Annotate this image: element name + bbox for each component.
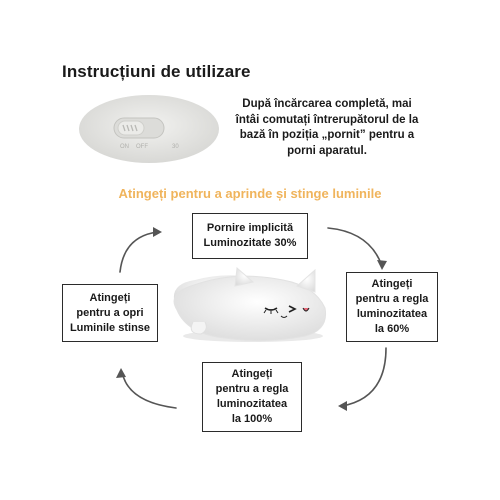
step-default-30: Pornire implicită Luminozitate 30%	[192, 213, 308, 259]
page-title: Instrucțiuni de utilizare	[62, 62, 251, 81]
cat-lamp-image	[173, 266, 327, 342]
switch-timer-label: 30	[172, 144, 179, 150]
step-tap-100: Atingeți pentru a regla luminozitatea la…	[202, 362, 302, 432]
arrow-left-top	[119, 231, 159, 273]
switch-off-label: OFF	[136, 144, 148, 150]
arrowhead-icon	[377, 260, 387, 270]
step-tap-60: Atingeți pentru a regla luminozitatea la…	[346, 272, 438, 342]
subtitle: Atingeți pentru a aprinde și stinge lumi…	[118, 186, 382, 201]
instructions-text: După încărcarea completă, mai întâi comu…	[235, 98, 419, 157]
power-switch-image: ON OFF 30	[79, 95, 219, 163]
arrow-right-bottom	[341, 347, 387, 407]
arrowhead-icon	[116, 368, 126, 378]
arrowhead-icon	[338, 401, 347, 411]
step-tap-off: Atingeți pentru a opri Luminile stinse	[62, 284, 158, 342]
arrow-top-right	[327, 227, 383, 267]
arrow-bottom-left	[121, 371, 177, 409]
switch-on-label: ON	[120, 144, 129, 150]
arrowhead-icon	[153, 227, 162, 237]
